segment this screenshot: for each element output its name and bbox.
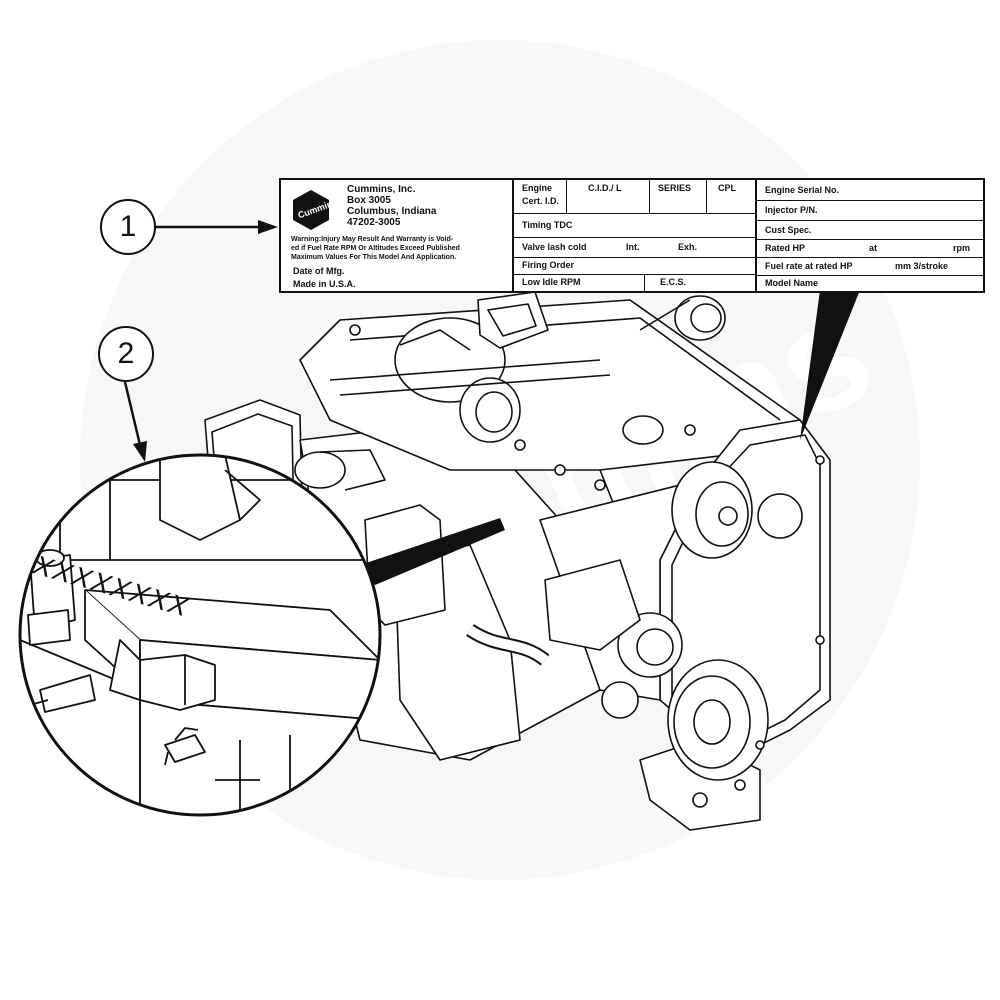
ecs-label: E.C.S. [660,277,687,287]
engine-label: Engine [522,183,553,193]
fuel-rate-label: Fuel rate at rated HP [765,261,853,271]
row-injector: Injector P/N. [757,201,983,221]
engine-data-plate: Cummins Cummins, Inc. Box 3005 Columbus,… [279,178,985,293]
callout-1-arrow [155,220,278,234]
row-model-name: Model Name [757,276,983,291]
row-engine-cert: Engine Cert. I.D. C.I.D./ L SERIES CPL [514,180,755,214]
plate-serial-section: Engine Serial No. Injector P/N. Cust Spe… [757,180,983,291]
warning-line-3: Maximum Values For This Model And Applic… [291,254,457,261]
company-zip: 47202-3005 [347,217,401,228]
rated-hp-label: Rated HP [765,243,806,253]
detail-magnifier: XXXXXXXX [18,453,382,817]
low-idle-label: Low Idle RPM [522,277,581,287]
int-label: Int. [626,242,640,252]
valve-lash-label: Valve lash cold [522,242,587,252]
row-valve-lash: Valve lash cold Int. Exh. [514,238,755,258]
at-label: at [869,243,878,253]
warning-line-2: ed if Fuel Rate RPM Or Altitudes Exceed … [291,245,460,252]
cid-label: C.I.D./ L [588,183,622,193]
row-rated-hp: Rated HP at rpm [757,240,983,258]
injector-label: Injector P/N. [765,205,818,215]
row-timing: Timing TDC [514,214,755,238]
made-in: Made in U.S.A. [293,279,356,289]
cummins-logo: Cummins [293,190,331,230]
row-serial: Engine Serial No. [757,180,983,201]
rpm-label: rpm [953,243,971,253]
plate-location-pointer [800,290,860,440]
detail-pointer [360,518,505,585]
cert-id-label: Cert. I.D. [522,196,560,206]
row-fuel-rate: Fuel rate at rated HP mm 3/stroke [757,258,983,276]
serial-label: Engine Serial No. [765,185,840,195]
date-of-mfg: Date of Mfg. [293,266,345,276]
company-city: Columbus, Indiana [347,206,437,217]
callout-2: 2 [98,326,154,382]
company-box: Box 3005 [347,195,391,206]
company-name: Cummins, Inc. [347,184,416,195]
warning-line-1: Warning:Injury May Result And Warranty i… [291,236,454,243]
plate-company-section: Cummins Cummins, Inc. Box 3005 Columbus,… [281,180,514,291]
firing-order-label: Firing Order [522,260,575,270]
callout-2-arrow [123,381,147,462]
series-label: SERIES [658,183,692,193]
mm-stroke-label: mm 3/stroke [895,261,949,271]
callout-1: 1 [100,199,156,255]
row-cust-spec: Cust Spec. [757,221,983,240]
plate-engine-section: Engine Cert. I.D. C.I.D./ L SERIES CPL T… [514,180,757,291]
timing-tdc-label: Timing TDC [522,220,573,230]
exh-label: Exh. [678,242,698,252]
row-firing-order: Firing Order [514,258,755,275]
row-low-idle: Low Idle RPM E.C.S. [514,275,755,291]
cpl-label: CPL [718,183,736,193]
model-name-label: Model Name [765,278,819,288]
cust-spec-label: Cust Spec. [765,225,812,235]
